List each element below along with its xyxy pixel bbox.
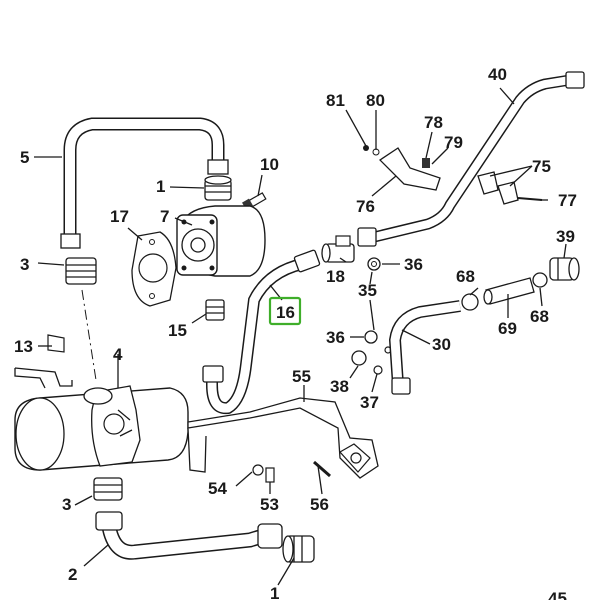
callout-40: 40	[488, 65, 507, 84]
callout-81: 81	[326, 91, 345, 110]
callout-45: 45	[548, 589, 567, 600]
callout-16-highlight	[268, 296, 302, 326]
callout-35: 35	[358, 281, 377, 300]
callout-18: 18	[326, 267, 345, 286]
part-16-pipe	[202, 249, 321, 415]
part-75-77-clips	[477, 171, 543, 205]
callout-36-a: 36	[404, 255, 423, 274]
leader-lines	[34, 87, 567, 586]
callout-2: 2	[68, 565, 77, 584]
part-55-bracket	[187, 397, 379, 479]
callout-39: 39	[556, 227, 575, 246]
callout-78: 78	[424, 113, 443, 132]
callout-69: 69	[498, 319, 517, 338]
part-5-upper-pipe	[60, 117, 229, 249]
small-fittings-group	[351, 257, 392, 375]
callout-3-top: 3	[20, 255, 29, 274]
callout-76: 76	[356, 197, 375, 216]
callout-5: 5	[20, 148, 29, 167]
callout-79: 79	[444, 133, 463, 152]
callout-53: 53	[260, 495, 279, 514]
callout-36-b: 36	[326, 328, 345, 347]
callout-16: 16	[276, 303, 295, 322]
callout-1-bottom: 1	[270, 584, 279, 600]
part-3-bottom-fitting	[93, 477, 123, 501]
callout-17: 17	[110, 207, 129, 226]
callout-1-top: 1	[156, 177, 165, 196]
callout-55: 55	[292, 367, 311, 386]
axis-line	[81, 289, 97, 381]
callout-68-a: 68	[456, 267, 475, 286]
callout-80: 80	[366, 91, 385, 110]
callout-54: 54	[208, 479, 227, 498]
part-13-bracket	[14, 334, 73, 389]
part-39-fitting	[549, 257, 580, 281]
callout-3-bottom: 3	[62, 495, 71, 514]
callout-37: 37	[360, 393, 379, 412]
part-7-housing	[176, 205, 266, 277]
part-68-69-hose-clamps	[461, 272, 548, 311]
part-2-lower-pipe	[95, 511, 283, 560]
part-1-top-fitting	[204, 175, 232, 201]
callout-75: 75	[532, 157, 551, 176]
part-4-canister	[14, 385, 189, 471]
part-40-pipe	[357, 71, 585, 247]
part-76-bracket	[363, 145, 441, 191]
callout-77: 77	[558, 191, 577, 210]
callout-38: 38	[330, 377, 349, 396]
part-30-pipe	[388, 300, 461, 395]
callout-4: 4	[113, 345, 123, 364]
part-18-tee	[321, 235, 355, 263]
callout-56: 56	[310, 495, 329, 514]
callout-68-b: 68	[530, 307, 549, 326]
callout-30: 30	[432, 335, 451, 354]
part-15-fitting	[205, 299, 225, 321]
callout-15: 15	[168, 321, 187, 340]
part-3-top-fitting	[65, 257, 97, 285]
part-17-gasket	[131, 231, 177, 307]
callout-10: 10	[260, 155, 279, 174]
callout-labels: 5 1 10 17 7 3 15 16 13 4 3 2 1 55 54 53 …	[14, 65, 577, 600]
callout-7: 7	[160, 207, 169, 226]
callout-13: 13	[14, 337, 33, 356]
part-1-bottom-fitting	[282, 535, 315, 563]
